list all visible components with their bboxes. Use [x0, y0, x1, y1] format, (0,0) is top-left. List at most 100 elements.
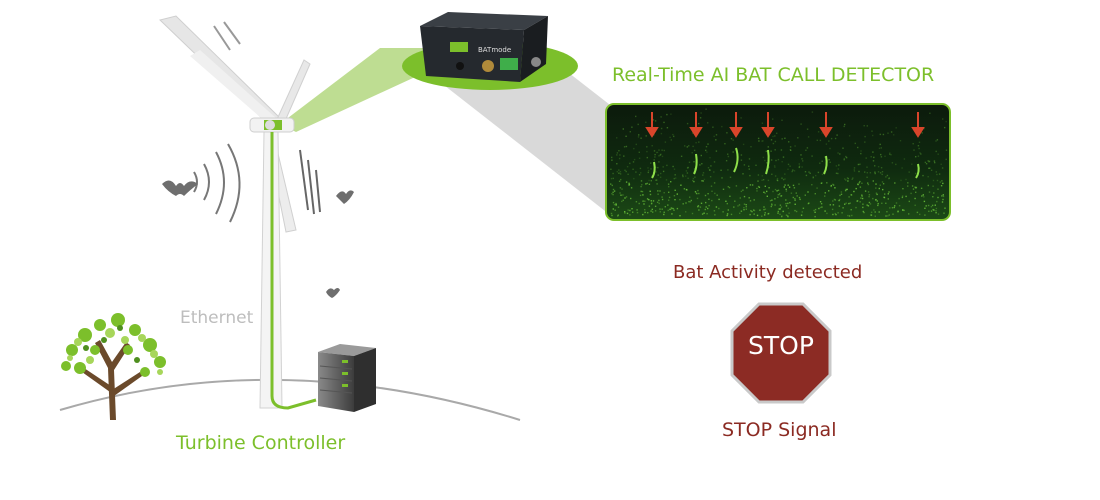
spectrogram-noise-dot	[832, 183, 834, 186]
spectrogram-noise-dot	[863, 125, 865, 127]
spectrogram-noise-dot	[775, 159, 777, 162]
spectrogram-noise-dot	[853, 170, 856, 172]
spectrogram-noise-dot	[612, 193, 614, 196]
spectrogram-noise-dot	[779, 213, 781, 215]
spectrogram-noise-dot	[830, 137, 833, 140]
spectrogram-noise-dot	[748, 197, 750, 199]
spectrogram-noise-dot	[655, 151, 658, 154]
spectrogram-noise-dot	[898, 205, 901, 207]
spectrogram-noise-dot	[661, 196, 663, 198]
spectrogram-noise-dot	[890, 131, 893, 133]
spectrogram-noise-dot	[657, 174, 659, 176]
spectrogram-noise-dot	[628, 182, 630, 184]
spectrogram-noise-dot	[920, 187, 923, 189]
spectrogram-noise-dot	[761, 140, 763, 142]
spectrogram-noise-dot	[870, 214, 873, 216]
spectrogram-noise-dot	[715, 139, 717, 141]
spectrogram-noise-dot	[835, 165, 838, 167]
spectrogram-noise-dot	[852, 177, 854, 179]
spectrogram-panel	[605, 103, 951, 221]
spectrogram-noise-dot	[845, 179, 847, 181]
spectrogram-noise-dot	[795, 210, 798, 213]
spectrogram-noise-dot	[785, 214, 788, 216]
spectrogram-noise-dot	[698, 141, 700, 143]
spectrogram-noise-dot	[882, 183, 885, 185]
spectrogram-noise-dot	[672, 165, 674, 168]
spectrogram-noise-dot	[849, 202, 851, 204]
spectrogram-noise-dot	[835, 172, 838, 174]
spectrogram-noise-dot	[805, 149, 807, 151]
spectrogram-noise-dot	[659, 154, 662, 156]
spectrogram-noise-dot	[928, 210, 930, 212]
spectrogram-noise-dot	[817, 131, 820, 133]
sound-waves-icon	[193, 143, 241, 223]
spectrogram-noise-dot	[907, 185, 909, 187]
spectrogram-noise-dot	[726, 213, 729, 215]
spectrogram-noise-dot	[688, 200, 690, 203]
spectrogram-noise-dot	[745, 204, 747, 206]
spectrogram-noise-dot	[648, 179, 650, 182]
spectrogram-noise-dot	[756, 190, 758, 192]
spectrogram-noise-dot	[930, 206, 933, 208]
spectrogram-noise-dot	[777, 212, 779, 214]
spectrogram-noise-dot	[612, 191, 614, 193]
spectrogram-noise-dot	[861, 195, 863, 197]
spectrogram-noise-dot	[886, 174, 889, 177]
spectrogram-noise-dot	[621, 188, 623, 190]
spectrogram-noise-dot	[651, 202, 653, 204]
spectrogram-noise-dot	[893, 206, 895, 209]
spectrogram-noise-dot	[880, 147, 882, 149]
spectrogram-noise-dot	[661, 208, 663, 210]
spectrogram-noise-dot	[781, 177, 783, 179]
spectrogram-noise-dot	[652, 200, 655, 202]
spectrogram-noise-dot	[879, 143, 881, 146]
spectrogram-noise-dot	[701, 163, 703, 165]
spectrogram-noise-dot	[612, 188, 615, 191]
spectrogram-noise-dot	[618, 172, 620, 174]
spectrogram-noise-dot	[824, 192, 826, 194]
spectrogram-noise-dot	[652, 119, 655, 121]
spectrogram-noise-dot	[842, 207, 844, 209]
spectrogram-noise-dot	[914, 197, 916, 200]
spectrogram-noise-dot	[929, 112, 931, 114]
spectrogram-noise-dot	[843, 159, 845, 161]
spectrogram-noise-dot	[839, 194, 841, 197]
spectrogram-noise-dot	[732, 139, 734, 141]
spectrogram-noise-dot	[700, 112, 702, 114]
spectrogram-noise-dot	[939, 181, 942, 183]
spectrogram-noise-dot	[694, 176, 696, 178]
spectrogram-noise-dot	[789, 202, 791, 204]
spectrogram-noise-dot	[644, 209, 646, 211]
spectrogram-noise-dot	[699, 117, 702, 119]
spectrogram-noise-dot	[727, 155, 730, 158]
spectrogram-noise-dot	[857, 146, 859, 149]
spectrogram-noise-dot	[638, 134, 640, 136]
spectrogram-noise-dot	[757, 174, 760, 176]
spectrogram-noise-dot	[880, 153, 882, 156]
spectrogram-noise-dot	[937, 188, 939, 190]
spectrogram-noise-dot	[631, 208, 633, 210]
spectrogram-noise-dot	[684, 145, 686, 147]
spectrogram-noise-dot	[639, 194, 642, 197]
spectrogram-noise-dot	[756, 214, 759, 217]
spectrogram-noise-dot	[911, 163, 913, 165]
spectrogram-noise-dot	[837, 152, 839, 154]
spectrogram-noise-dot	[802, 207, 805, 209]
spectrogram-noise-dot	[645, 183, 647, 185]
spectrogram-noise-dot	[936, 139, 939, 141]
spectrogram-noise-dot	[841, 212, 843, 214]
spectrogram-noise-dot	[698, 209, 700, 211]
spectrogram-noise-dot	[845, 202, 847, 204]
spectrogram-noise-dot	[749, 200, 752, 202]
spectrogram-noise-dot	[910, 192, 912, 195]
spectrogram-noise-dot	[824, 156, 826, 158]
spectrogram-noise-dot	[720, 169, 722, 171]
spectrogram-noise-dot	[702, 174, 704, 176]
spectrogram-noise-dot	[821, 206, 823, 208]
spectrogram-noise-dot	[901, 167, 903, 169]
spectrogram-noise-dot	[671, 207, 673, 210]
spectrogram-noise-dot	[691, 212, 694, 215]
spectrogram-noise-dot	[814, 208, 817, 211]
spectrogram-noise-dot	[847, 214, 849, 217]
